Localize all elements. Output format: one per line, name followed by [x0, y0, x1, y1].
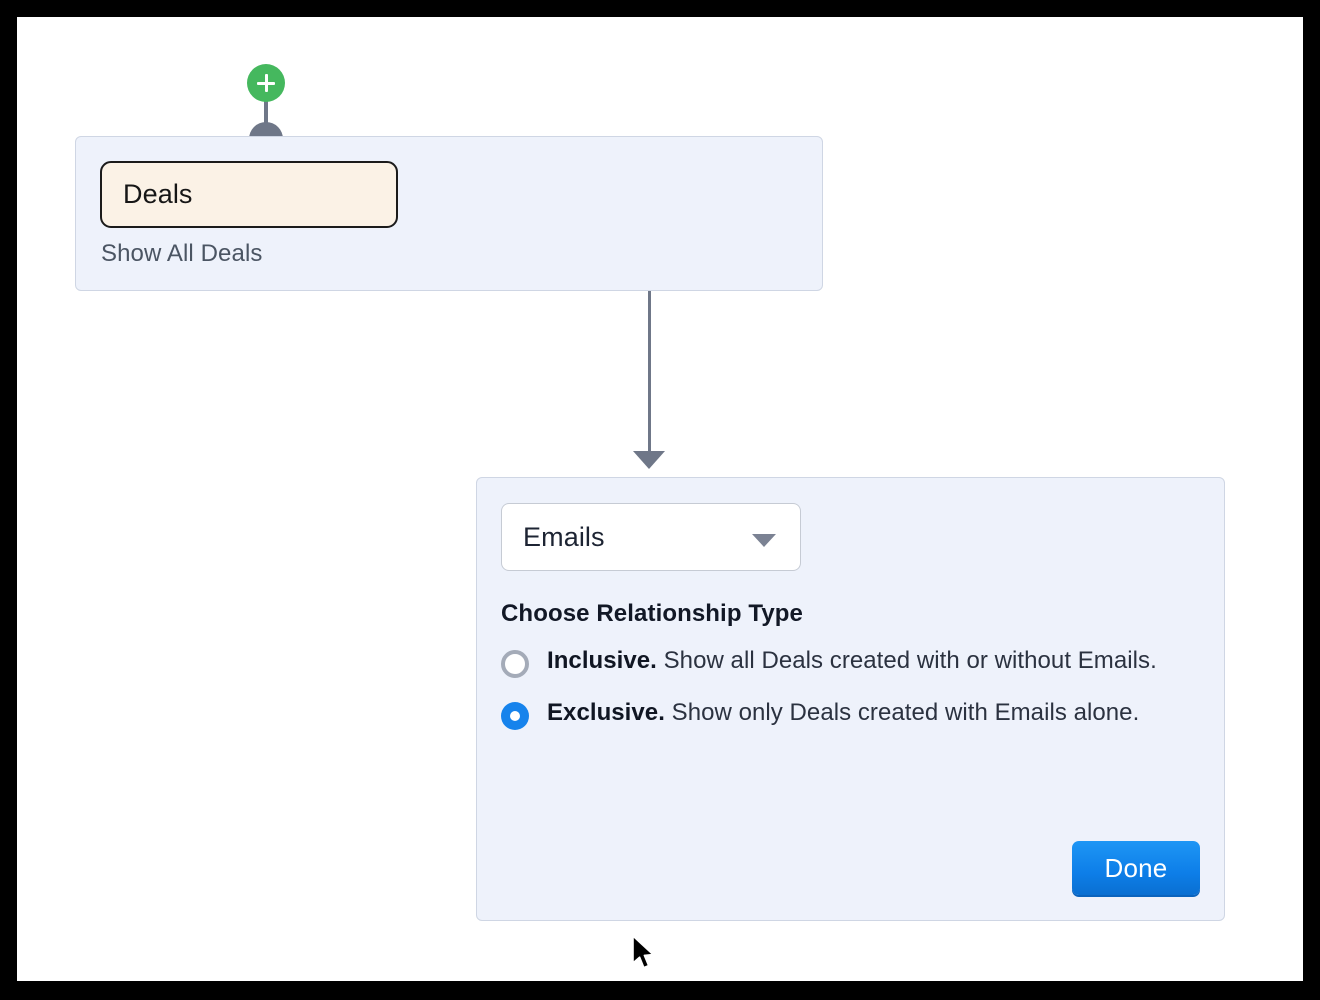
connector-line	[648, 291, 651, 459]
source-card-subtitle: Show All Deals	[101, 240, 263, 267]
related-entity-select-value: Emails	[523, 521, 605, 552]
add-node-group	[231, 64, 301, 144]
radio-option-inclusive[interactable]: Inclusive. Show all Deals created with o…	[499, 641, 1189, 681]
add-node-anchor	[249, 122, 283, 139]
source-entity-card[interactable]: Deals Show All Deals	[75, 136, 823, 291]
radio-inclusive-description: Show all Deals created with or without E…	[656, 647, 1157, 674]
radio-exclusive-description: Show only Deals created with Emails alon…	[664, 699, 1140, 726]
flow-canvas[interactable]: Deals Show All Deals Emails Choose Relat…	[17, 17, 1303, 981]
radio-inclusive-indicator[interactable]	[501, 650, 529, 678]
mouse-cursor	[631, 935, 657, 973]
entity-chip-label: Deals	[123, 179, 193, 209]
done-button[interactable]: Done	[1072, 841, 1200, 895]
relationship-card[interactable]: Emails Choose Relationship Type Inclusiv…	[476, 477, 1225, 921]
related-entity-select[interactable]: Emails	[501, 503, 801, 571]
flow-connector	[631, 291, 669, 477]
radio-inclusive-title: Inclusive.	[547, 647, 657, 674]
chevron-down-icon[interactable]	[752, 534, 776, 547]
radio-exclusive-indicator[interactable]	[501, 702, 529, 730]
connector-arrow-down-icon	[633, 451, 665, 469]
add-node-stem	[264, 83, 268, 137]
relationship-type-options: Inclusive. Show all Deals created with o…	[499, 641, 1189, 745]
relationship-type-heading: Choose Relationship Type	[501, 600, 803, 627]
entity-chip-deals[interactable]: Deals	[100, 161, 398, 228]
add-step-plus-icon[interactable]	[247, 64, 285, 102]
radio-option-exclusive[interactable]: Exclusive. Show only Deals created with …	[499, 693, 1189, 733]
radio-exclusive-title: Exclusive.	[547, 699, 665, 726]
